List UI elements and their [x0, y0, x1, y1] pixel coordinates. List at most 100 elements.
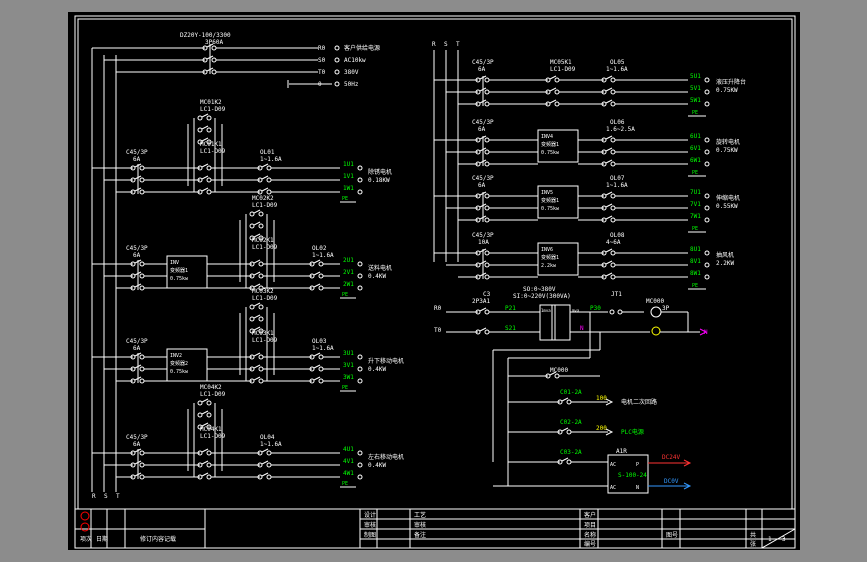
- control-breaker-contact: [484, 329, 490, 335]
- supply-note: 50Hz: [344, 81, 359, 88]
- contact-blade: [201, 187, 209, 192]
- overload-contact: [257, 450, 263, 456]
- overload-contact: [610, 250, 616, 256]
- supply-note: AC10kw: [344, 57, 366, 64]
- contact-blade: [261, 187, 269, 192]
- supply-terminal-dot: [334, 69, 340, 75]
- contact-blade: [201, 448, 209, 453]
- vfd-name: 变频器1: [541, 254, 559, 261]
- overload-range: 1~1.6A: [606, 66, 628, 73]
- overload-contact: [610, 193, 616, 199]
- ground-label: PE: [342, 292, 348, 298]
- breaker-contact: [484, 250, 490, 256]
- contactor-contact: [197, 412, 203, 418]
- contactor-model: LC1-D09: [550, 66, 576, 73]
- contactor-contact: [258, 235, 264, 241]
- terminal-dot: [704, 101, 710, 107]
- vfd-id: INV: [170, 260, 179, 266]
- supply-terminal: R0: [318, 45, 326, 52]
- motor-power: 0.4KW: [368, 273, 386, 280]
- main-breaker-contact: [211, 69, 217, 75]
- breaker-label: C45/3P: [126, 434, 148, 441]
- contact-blade: [605, 147, 613, 152]
- motor-terminal: 7U1: [690, 189, 701, 196]
- motor-terminal: 4U1: [343, 446, 354, 453]
- breaker-contact: [139, 177, 145, 183]
- contact-blade: [605, 203, 613, 208]
- title-label: 图号: [666, 532, 678, 539]
- vfd-id: INV2: [170, 353, 182, 359]
- contactor-label: MC02K1: [252, 237, 274, 244]
- breaker-contact: [139, 285, 145, 291]
- terminal-dot: [357, 474, 363, 480]
- contactor-contact: [545, 77, 551, 83]
- breaker-rating: 6A: [478, 66, 486, 73]
- psu-out-pos: P: [636, 462, 639, 468]
- breaker-label: C45/3P: [126, 338, 148, 345]
- contact-blade: [605, 272, 613, 277]
- vfd-power: 0.75kw: [170, 276, 189, 282]
- overload-contact: [601, 149, 607, 155]
- overload-contact: [318, 261, 324, 267]
- contactor-contact: [197, 115, 203, 121]
- motor-desc: 除锈电机: [368, 168, 392, 176]
- breaker-contact: [484, 217, 490, 223]
- psu-model: A1R: [616, 448, 627, 455]
- breaker-contact: [139, 450, 145, 456]
- supply-terminal: T0: [318, 69, 326, 76]
- motor-terminal: 1W1: [343, 185, 354, 192]
- contactor-contact: [258, 328, 264, 334]
- overload-contact: [318, 378, 324, 384]
- vfd-power: 0.75kw: [541, 150, 560, 156]
- breaker-contact: [475, 137, 481, 143]
- contact-blade: [201, 460, 209, 465]
- contactor-contact: [258, 223, 264, 229]
- breaker-contact: [475, 89, 481, 95]
- contactor-contact: [554, 89, 560, 95]
- terminal-dot: [357, 165, 363, 171]
- contact-blade: [313, 271, 321, 276]
- motor-terminal: 3U1: [343, 350, 354, 357]
- motor-power: 0.55KW: [716, 203, 738, 210]
- main-breaker-model: DZ20Y-100/3300: [180, 32, 231, 39]
- contactor-contact: [197, 177, 203, 183]
- terminal-dot: [357, 189, 363, 195]
- vfd-power: 0.75kw: [541, 206, 560, 212]
- breaker-contact: [139, 366, 145, 372]
- contact-blade: [253, 376, 261, 381]
- contactor-contact: [258, 211, 264, 217]
- psu-ac: AC: [610, 462, 616, 468]
- overload-contact: [610, 262, 616, 268]
- contactor-label: MC01K1: [200, 141, 222, 148]
- branch-wire-label: 100: [596, 395, 607, 402]
- terminal-dot: [704, 274, 710, 280]
- motor-desc: 升下移动电机: [368, 357, 404, 365]
- psu-box: [607, 454, 649, 494]
- breaker-contact: [475, 149, 481, 155]
- contact-blade: [261, 472, 269, 477]
- title-label: 审核: [414, 521, 426, 529]
- supply-note: 380V: [344, 69, 359, 76]
- terminal-dot: [704, 205, 710, 211]
- overload-contact: [610, 77, 616, 83]
- terminal-dot: [357, 261, 363, 267]
- overload-contact: [266, 189, 272, 195]
- terminal-dot: [704, 149, 710, 155]
- overload-label: OL03: [312, 338, 327, 345]
- main-breaker-contact: [211, 57, 217, 63]
- contact-blade: [549, 75, 557, 80]
- overload-contact: [601, 77, 607, 83]
- contact-blade: [313, 352, 321, 357]
- contact-blade: [201, 175, 209, 180]
- breaker-contact: [475, 205, 481, 211]
- breaker-contact: [130, 189, 136, 195]
- contactor-label: MC05K1: [550, 59, 572, 66]
- contactor-contact: [206, 189, 212, 195]
- revision-mark-icon: [80, 511, 90, 521]
- dc-output-label: DC0V: [664, 478, 679, 485]
- contactor-contact: [258, 261, 264, 267]
- title-label: 编号: [584, 540, 596, 548]
- contactor-contact: [249, 211, 255, 217]
- contactor-model: LC1-D09: [252, 202, 278, 209]
